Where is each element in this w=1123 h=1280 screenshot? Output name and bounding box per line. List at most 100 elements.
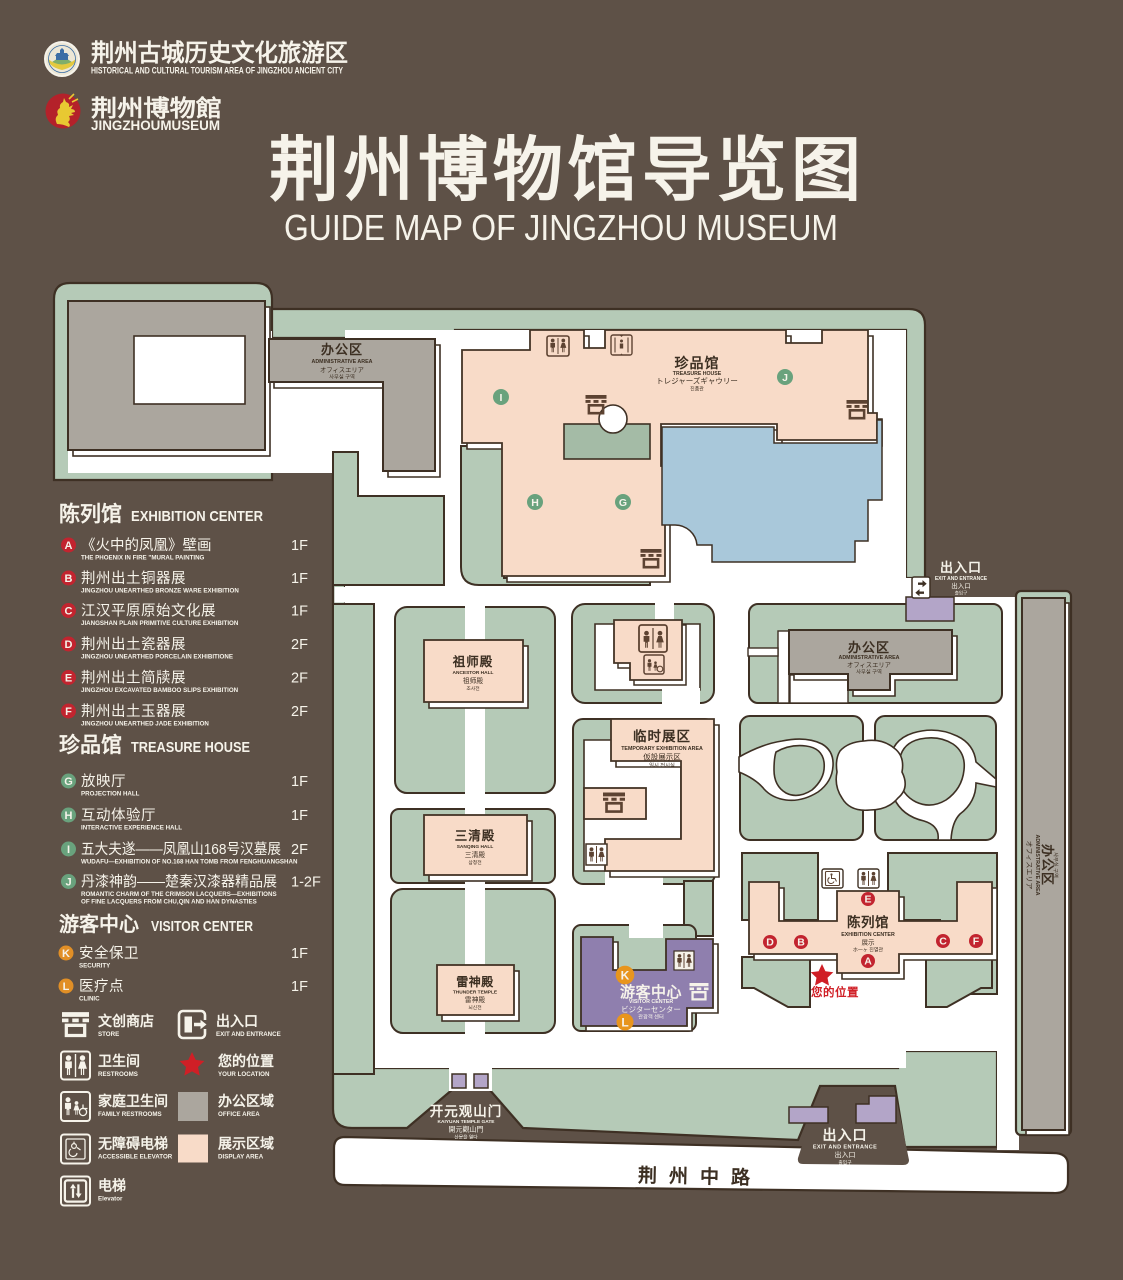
svg-text:珍品馆: 珍品馆 [59, 733, 122, 757]
svg-text:L: L [63, 981, 70, 993]
svg-text:D: D [766, 937, 774, 949]
svg-text:2F: 2F [291, 671, 308, 687]
svg-text:RESTROOMS: RESTROOMS [98, 1071, 138, 1078]
svg-text:1F: 1F [291, 808, 308, 824]
svg-text:DISPLAY AREA: DISPLAY AREA [218, 1154, 264, 1161]
svg-text:电梯: 电梯 [98, 1178, 126, 1194]
svg-text:珍品馆: 珍品馆 [675, 355, 720, 371]
svg-text:A: A [65, 540, 73, 552]
svg-text:HISTORICAL AND CULTURAL TOURIS: HISTORICAL AND CULTURAL TOURISM AREA OF … [91, 66, 343, 76]
svg-text:사무실 구역: 사무실 구역 [856, 668, 882, 676]
svg-text:YOUR LOCATION: YOUR LOCATION [218, 1071, 270, 1078]
svg-text:无障碍电梯: 无障碍电梯 [97, 1136, 168, 1152]
svg-text:1-2F: 1-2F [291, 875, 321, 891]
svg-text:K: K [621, 969, 630, 983]
svg-text:ACCESSIBLE ELEVATOR: ACCESSIBLE ELEVATOR [98, 1154, 173, 1161]
svg-text:출입구: 출입구 [838, 1159, 852, 1166]
svg-text:開元觀山門: 開元觀山門 [449, 1125, 484, 1134]
svg-text:CLINIC: CLINIC [79, 996, 100, 1003]
svg-text:KAIYUAN TEMPLE GATE: KAIYUAN TEMPLE GATE [438, 1119, 496, 1125]
svg-text:GUIDE MAP OF JINGZHOU MUSEUM: GUIDE MAP OF JINGZHOU MUSEUM [284, 207, 838, 248]
svg-text:TREASURE HOUSE: TREASURE HOUSE [131, 739, 250, 756]
svg-text:互动体验厅: 互动体验厅 [81, 807, 156, 824]
svg-text:家庭卫生间: 家庭卫生间 [98, 1093, 168, 1109]
svg-text:K: K [62, 948, 70, 960]
svg-text:조사전: 조사전 [466, 685, 479, 692]
svg-text:ADMINISTRATIVE AREA: ADMINISTRATIVE AREA [839, 655, 900, 661]
svg-text:荆州中路: 荆州中路 [638, 1164, 762, 1190]
svg-text:THUNDER TEMPLE: THUNDER TEMPLE [453, 990, 498, 996]
svg-text:仮設展示区: 仮設展示区 [643, 752, 681, 762]
svg-text:游客中心: 游客中心 [59, 912, 139, 936]
svg-text:H: H [531, 497, 539, 509]
svg-text:B: B [65, 573, 73, 585]
svg-text:办公区域: 办公区域 [218, 1093, 274, 1109]
svg-text:F: F [973, 936, 980, 948]
svg-text:1F: 1F [291, 979, 308, 995]
svg-text:SANQING HALL: SANQING HALL [457, 844, 494, 850]
svg-text:放映厅: 放映厅 [81, 773, 126, 790]
svg-text:陈列馆: 陈列馆 [59, 502, 122, 526]
svg-text:トレジャーズギャウリー: トレジャーズギャウリー [656, 376, 738, 386]
svg-text:JINGZHOU EXCAVATED BAMBOO SLIP: JINGZHOU EXCAVATED BAMBOO SLIPS EXHIBITI… [81, 687, 239, 694]
svg-text:开元观山门: 开元观山门 [430, 1103, 503, 1119]
svg-text:사무실 구역: 사무실 구역 [329, 373, 355, 381]
svg-text:I: I [67, 844, 70, 856]
svg-text:荆州出土瓷器展: 荆州出土瓷器展 [81, 636, 186, 653]
svg-text:临时展区: 临时展区 [633, 728, 691, 744]
svg-text:EXIT AND ENTRANCE: EXIT AND ENTRANCE [935, 576, 988, 582]
svg-text:C: C [939, 936, 947, 948]
svg-text:ADMINISTRATIVE AREA: ADMINISTRATIVE AREA [1034, 835, 1040, 896]
svg-text:丹漆神韵——楚秦汉漆器精品展: 丹漆神韵——楚秦汉漆器精品展 [81, 874, 277, 891]
svg-text:展示区域: 展示区域 [218, 1136, 274, 1152]
svg-text:1F: 1F [291, 604, 308, 620]
svg-text:陈列馆: 陈列馆 [847, 914, 889, 930]
svg-text:진품관: 진품관 [690, 386, 704, 393]
svg-text:산문을 열다: 산문을 열다 [454, 1134, 478, 1141]
svg-text:출입구: 출입구 [955, 590, 967, 597]
svg-text:オフィスエリア: オフィスエリア [1025, 841, 1033, 890]
svg-text:I: I [500, 392, 503, 404]
svg-text:E: E [65, 673, 72, 685]
svg-text:EXIT AND ENTRANCE: EXIT AND ENTRANCE [216, 1031, 281, 1038]
svg-text:VISITOR CENTER: VISITOR CENTER [629, 999, 674, 1005]
svg-text:荆州出土玉器展: 荆州出土玉器展 [81, 703, 186, 720]
svg-text:E: E [864, 894, 871, 906]
svg-text:办公区: 办公区 [1040, 844, 1055, 886]
svg-text:出入口: 出入口 [951, 581, 971, 590]
svg-text:F: F [65, 706, 72, 718]
svg-text:荆州出土简牍展: 荆州出土简牍展 [81, 670, 186, 687]
svg-text:FAMILY RESTROOMS: FAMILY RESTROOMS [98, 1111, 162, 1118]
svg-text:JINGZHOU UNEARTHED JADE EXHIBI: JINGZHOU UNEARTHED JADE EXHIBITION [81, 721, 209, 728]
svg-text:三清殿: 三清殿 [465, 850, 486, 859]
svg-text:2F: 2F [291, 637, 308, 653]
svg-text:1F: 1F [291, 946, 308, 962]
svg-text:1F: 1F [291, 538, 308, 554]
svg-text:삼청전: 삼청전 [468, 859, 481, 866]
svg-text:뇌신전: 뇌신전 [468, 1004, 481, 1011]
svg-text:JINGZHOUMUSEUM: JINGZHOUMUSEUM [91, 117, 220, 133]
svg-text:您的位置: 您的位置 [218, 1053, 274, 1069]
svg-text:出入口: 出入口 [823, 1127, 868, 1143]
svg-text:三清殿: 三清殿 [455, 828, 496, 843]
svg-text:G: G [619, 497, 627, 509]
svg-text:江汉平原原始文化展: 江汉平原原始文化展 [81, 603, 216, 620]
svg-text:JINGZHOU UNEARTHED BRONZE WARE: JINGZHOU UNEARTHED BRONZE WARE EXHIBITIO… [81, 588, 239, 595]
svg-text:出入口: 出入口 [216, 1013, 258, 1029]
svg-text:H: H [65, 810, 73, 822]
svg-text:ANCESTOR HALL: ANCESTOR HALL [453, 670, 494, 676]
svg-text:L: L [621, 1016, 628, 1030]
svg-text:《火中的凤凰》壁画: 《火中的凤凰》壁画 [81, 537, 212, 554]
svg-text:祖师殿: 祖师殿 [463, 676, 484, 685]
svg-text:EXHIBITION CENTER: EXHIBITION CENTER [131, 508, 263, 525]
svg-text:JINGZHOU UNEARTHED PORCELAIN E: JINGZHOU UNEARTHED PORCELAIN EXHIBITIONE [81, 654, 233, 661]
svg-text:Elevator: Elevator [98, 1196, 123, 1203]
svg-text:办公区: 办公区 [848, 640, 890, 655]
svg-text:五大夫遂——凤凰山168号汉墓展: 五大夫遂——凤凰山168号汉墓展 [81, 841, 281, 858]
svg-text:出入口: 出入口 [940, 560, 982, 575]
svg-text:임시 전시실: 임시 전시실 [649, 761, 675, 769]
svg-text:1F: 1F [291, 774, 308, 790]
svg-text:A: A [864, 956, 872, 968]
svg-text:EXIT AND ENTRANCE: EXIT AND ENTRANCE [813, 1145, 877, 1151]
svg-text:祖师殿: 祖师殿 [452, 654, 494, 669]
